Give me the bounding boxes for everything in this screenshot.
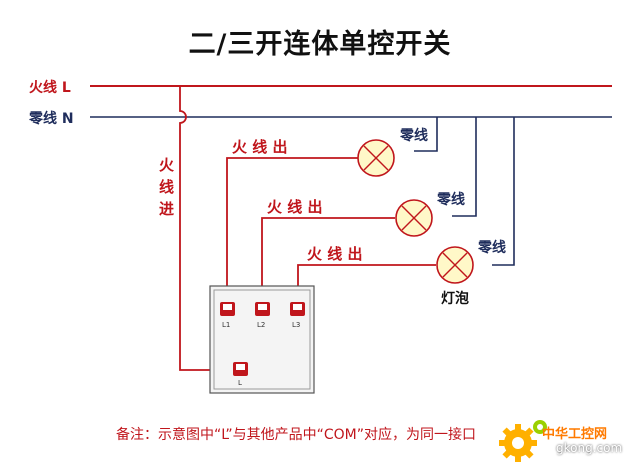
footnote: 备注：示意图中“L”与其他产品中“COM”对应，为同一接口 [116,427,477,443]
live-line-label: 火线 L [29,79,71,96]
neutral-wire-3 [492,117,515,266]
terminal-label-l3: L3 [292,321,300,329]
live-in-char-1: 火 [159,156,175,174]
live-out-wire-3 [297,264,436,302]
live-out-label-2: 火 线 出 [267,198,322,216]
lamp-label: 灯泡 [441,290,469,307]
live-out-label-1: 火 线 出 [232,138,287,156]
live-in-wire [179,86,232,371]
neutral-label-2: 零线 [436,191,465,208]
terminal-label-common: L [238,379,242,387]
lamp-1 [357,139,395,177]
watermark: 中华工控网 gkong.com [494,405,634,467]
gear-icon [499,420,547,462]
live-in-char-2: 线 [159,178,174,196]
neutral-line-label: 零线 N [28,110,74,127]
switch-panel [209,285,315,394]
lamp-2 [395,199,433,237]
lamp-3 [436,246,474,284]
terminal-label-l1: L1 [222,321,230,329]
watermark-url: gkong.com [556,441,623,455]
watermark-brand: 中华工控网 [542,427,608,442]
neutral-wire-2 [452,117,477,217]
live-out-wire-2 [261,217,395,302]
live-out-wire-1 [226,157,358,302]
page-title: 二/三开连体单控开关 [188,29,452,60]
live-in-char-3: 进 [159,200,174,218]
terminal-label-l2: L2 [257,321,265,329]
neutral-wire-1 [414,117,438,152]
live-out-label-3: 火 线 出 [307,245,362,263]
neutral-label-3: 零线 [477,239,506,256]
neutral-label-1: 零线 [399,127,428,144]
